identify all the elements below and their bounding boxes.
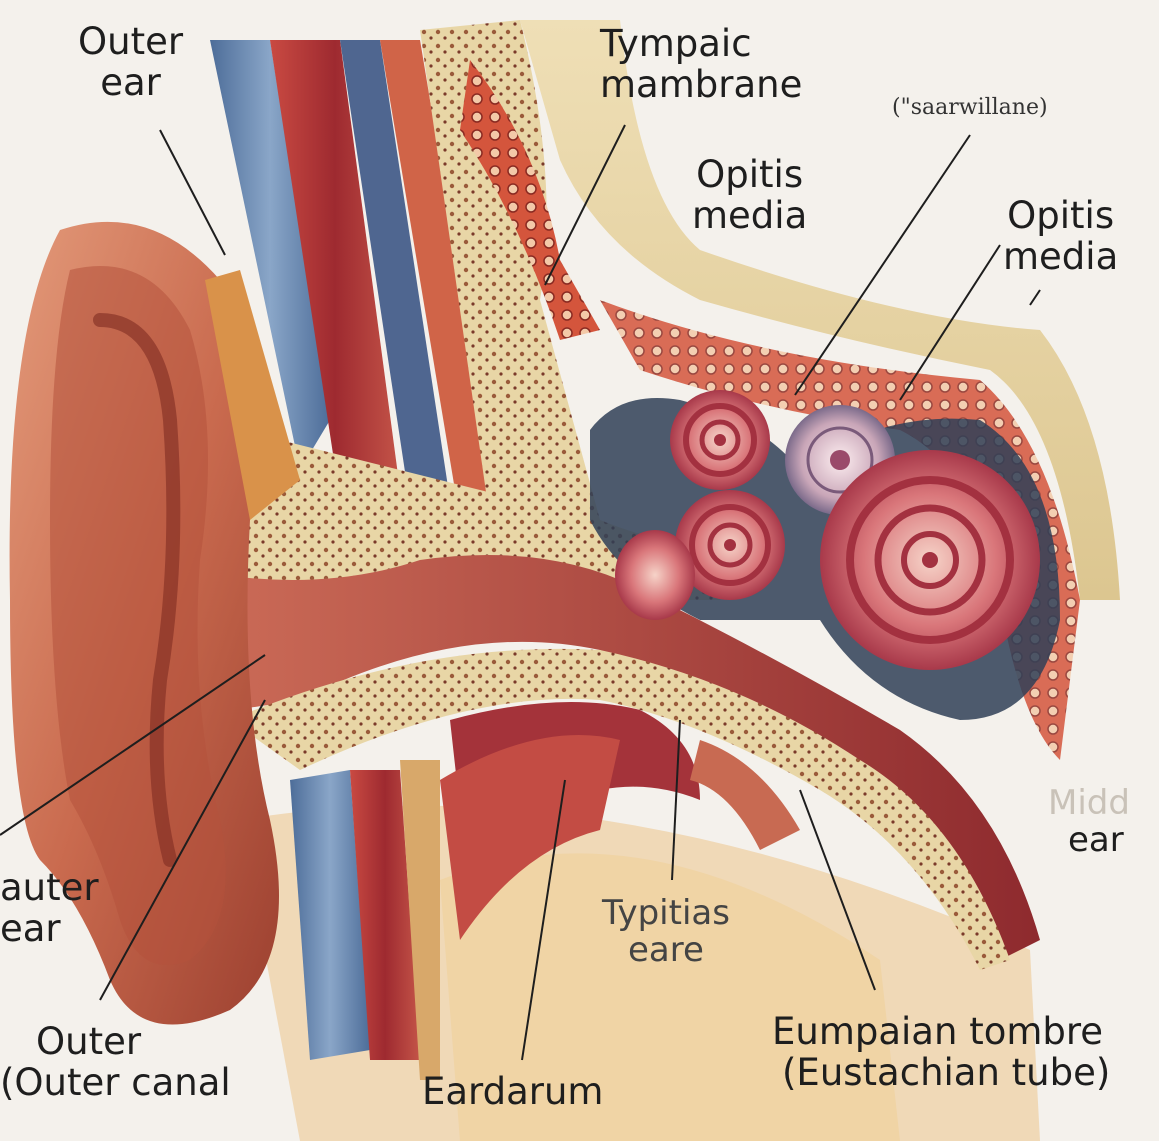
label-opitis-media-1: Opitis media: [692, 153, 808, 237]
label-outer-canal: Outer (Outer canal: [0, 1020, 231, 1104]
label-opitis-media-2: Opitis media: [1003, 194, 1119, 278]
pinna: [9, 221, 300, 1025]
label-outer-ear-top: Outer ear: [78, 20, 184, 104]
label-typitias-eare: Typitias eare: [602, 893, 730, 971]
label-auter-ear: auter ear: [0, 866, 99, 950]
label-middle-ear: Midd ear: [1048, 783, 1130, 861]
label-saarwillane: ("saarwillane): [892, 95, 1048, 120]
label-eustachian-tube: Eumpaian tombre (Eustachian tube): [772, 1010, 1111, 1094]
label-tympaic-membrane: Tympaic mambrane: [600, 22, 803, 106]
label-eardarum: Eardarum: [422, 1070, 604, 1113]
cochlea-coils: [615, 390, 1040, 670]
leader-lines: [0, 124, 1041, 1061]
